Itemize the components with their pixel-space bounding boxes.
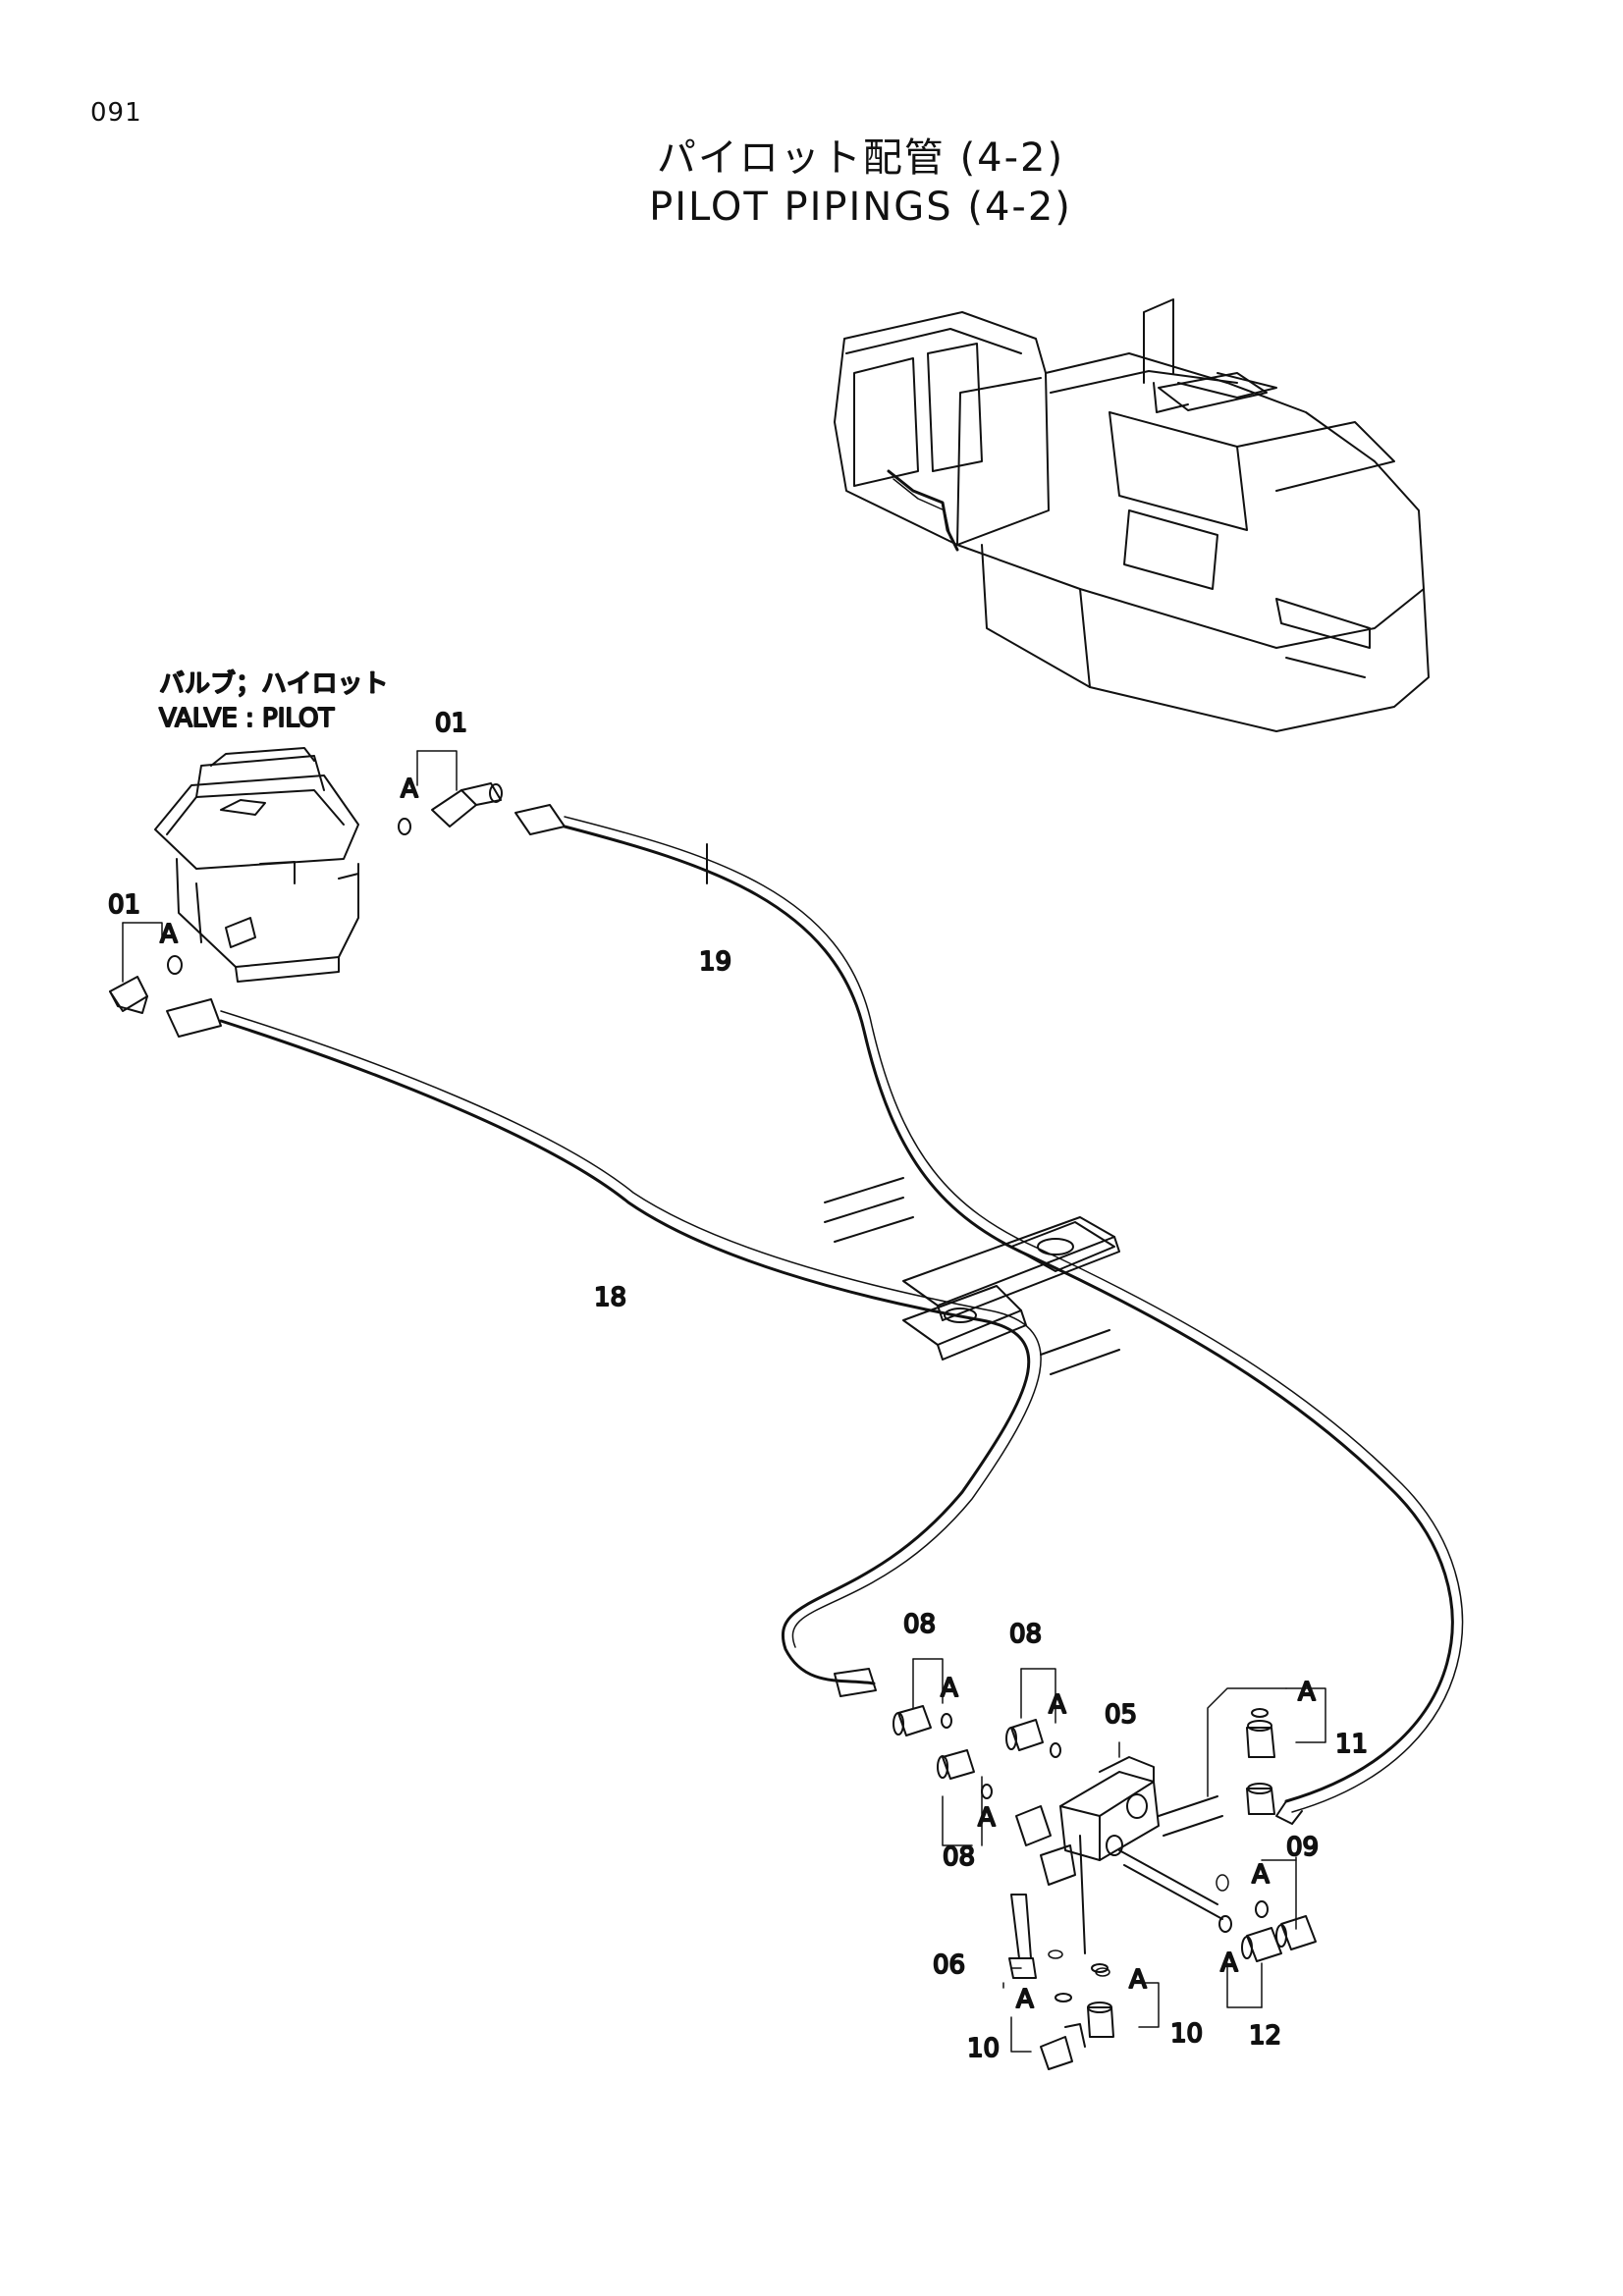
callout-08-center: 08 — [1009, 1620, 1042, 1649]
connector-08-lower — [937, 1749, 993, 1799]
callout-09: 09 — [1286, 1833, 1319, 1862]
valve-label-english: VALVE : PILOT — [159, 704, 334, 733]
valve-label-japanese: バルブ；ハイロット — [159, 669, 388, 699]
callout-10-left: 10 — [967, 2034, 1000, 2063]
hose-19 — [514, 804, 1464, 1825]
o-rings — [1048, 1874, 1229, 1977]
connector-10-left — [1040, 1993, 1086, 2070]
title-japanese: パイロット配管 (4-2) — [656, 135, 1065, 181]
connector-08-center — [1005, 1719, 1061, 1758]
callout-08-lower: 08 — [943, 1842, 975, 1872]
oring-marker: A — [1129, 1965, 1147, 1995]
excavator-overview — [834, 298, 1430, 732]
connector-12 — [1218, 1900, 1282, 1962]
callout-18: 18 — [594, 1283, 626, 1312]
oring-marker: A — [160, 920, 178, 949]
connector-10-right — [1087, 1963, 1114, 2038]
oring-marker: A — [1220, 1949, 1238, 1978]
hose-18 — [166, 998, 1042, 1697]
valve-block-05 — [1015, 1756, 1223, 1954]
title-english: PILOT PIPINGS (4-2) — [649, 185, 1072, 230]
callout-19: 19 — [699, 947, 731, 977]
leader-lines-valve — [122, 750, 458, 983]
callout-01-upper: 01 — [435, 709, 467, 738]
elbow-fitting-01-upper — [398, 782, 503, 835]
pilot-valve — [154, 747, 359, 983]
callout-10-right: 10 — [1170, 2019, 1203, 2049]
callout-01-left: 01 — [108, 890, 140, 920]
leader-lines-lower — [912, 1658, 1326, 2053]
oring-marker: A — [1049, 1690, 1066, 1720]
oring-marker: A — [941, 1674, 958, 1703]
callout-12: 12 — [1249, 2021, 1281, 2051]
oring-marker: A — [401, 774, 418, 804]
connector-11 — [1246, 1708, 1275, 1815]
connector-08-left — [893, 1705, 952, 1736]
oring-marker: A — [1252, 1860, 1270, 1890]
callout-05: 05 — [1105, 1700, 1137, 1730]
oring-marker: A — [978, 1803, 996, 1833]
callout-06: 06 — [933, 1950, 965, 1980]
connector-09 — [1275, 1915, 1317, 1950]
page-number: 091 — [90, 98, 142, 128]
oring-marker: A — [1298, 1678, 1316, 1707]
oring-marker: A — [1016, 1985, 1034, 2014]
callout-11: 11 — [1335, 1730, 1368, 1759]
clamp-assembly — [824, 1177, 1120, 1375]
bolt-06 — [1008, 1894, 1037, 1979]
elbow-fitting-01-left — [109, 955, 183, 1014]
callout-08-left: 08 — [903, 1610, 936, 1639]
